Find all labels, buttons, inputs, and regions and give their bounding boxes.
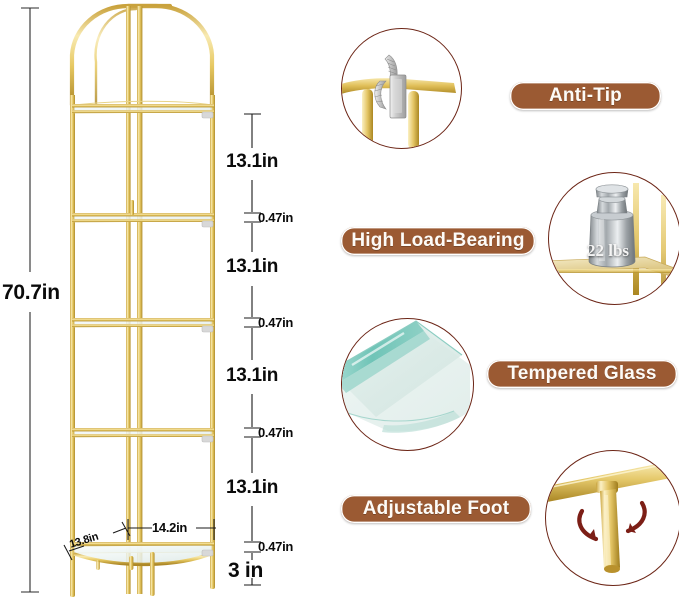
shelf-tier-5 [72,542,214,567]
anti-tip-photo [341,28,462,149]
high-load-bearing-badge[interactable]: High Load-Bearing [341,227,535,255]
tempered-glass-label: Tempered Glass [507,363,657,384]
tempered-glass-photo [341,318,474,451]
anti-tip-bracket-icon [342,54,456,148]
shelf-thickness-label-1: 0.47in [258,210,294,225]
shelf-tier-1 [72,100,214,119]
shelf-tier-3 [72,318,214,333]
bottom-clearance-label: 3 in [228,559,263,582]
weight-on-shelf-icon [549,183,678,295]
shelf-tier-4 [72,428,214,443]
high-load-bearing-photo: 22 lbs [548,172,679,305]
feature-callout-panel: Anti-Tip [340,0,679,599]
tier-dimension-chain [244,113,261,586]
shelf-thickness-label-4: 0.47in [258,539,294,554]
tier-gap-label-4: 13.1in [226,477,279,498]
glass-panel-icon [342,320,470,433]
shelf-thickness-label-3: 0.47in [258,425,294,440]
tempered-glass-badge[interactable]: Tempered Glass [487,360,677,388]
shelf-width-dimensions [63,519,216,561]
shelf-line-art [21,3,261,597]
shelf-thickness-label-2: 0.47in [258,315,294,330]
tier-gap-label-1: 13.1in [226,151,279,172]
shelf-front-width-label: 14.2in [152,520,188,535]
total-height-dimension [21,7,39,593]
adjustable-foot-badge[interactable]: Adjustable Foot [341,495,531,523]
rotating-foot-icon [546,461,676,573]
adjustable-foot-photo [545,450,679,586]
tier-gap-label-2: 13.1in [226,256,279,277]
anti-tip-badge[interactable]: Anti-Tip [510,82,661,110]
shelf-tier-2 [72,200,214,228]
anti-tip-label: Anti-Tip [548,85,622,106]
total-height-label: 70.7in [2,281,60,304]
product-dimension-diagram: 70.7in 13.1in 0.47in 13.1in 0.47in 13.1i… [2,3,294,597]
tier-gap-label-3: 13.1in [226,365,279,386]
high-load-bearing-label: High Load-Bearing [351,230,525,251]
adjustable-foot-label: Adjustable Foot [362,498,510,519]
weight-annotation: 22 lbs [587,241,630,260]
